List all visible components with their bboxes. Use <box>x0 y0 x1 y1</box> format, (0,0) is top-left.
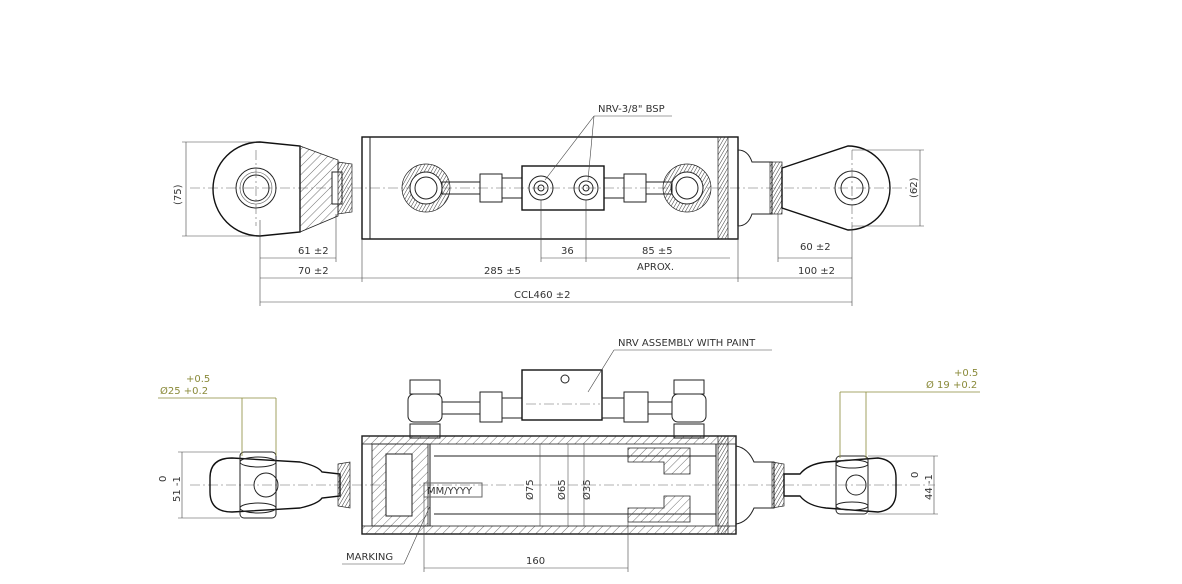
right-diameter: Ø 19 +0.2 <box>926 379 977 391</box>
left-diameter: Ø25 +0.2 <box>160 385 208 397</box>
dim-285: 285 ±5 <box>484 266 521 277</box>
dim-36: 36 <box>561 246 574 257</box>
dim-100: 100 ±2 <box>798 266 835 277</box>
right-eye <box>781 145 891 231</box>
valve-label: NRV-3/8" BSP <box>598 104 665 115</box>
dim-70: 70 ±2 <box>298 266 329 277</box>
dim-61: 61 ±2 <box>298 246 329 257</box>
height-right: (62) <box>909 177 920 198</box>
right-width: 44 -1 <box>924 474 935 500</box>
bore-75: Ø75 <box>524 479 536 500</box>
right-port <box>662 163 712 213</box>
left-width: 51 -1 <box>172 476 183 502</box>
dim-160: 160 <box>526 556 545 567</box>
right-ball-joint <box>783 455 897 515</box>
right-tol-upper: +0.5 <box>954 368 978 379</box>
height-left: (75) <box>173 184 184 205</box>
marking-box-text: MM/YYYY <box>427 486 473 497</box>
marking-label: MARKING <box>346 552 393 563</box>
bore-65: Ø65 <box>556 479 568 500</box>
dim-ccl: CCL460 ±2 <box>514 290 571 301</box>
section-view: NRV ASSEMBLY WITH PAINT +0.5 Ø25 +0.2 +0… <box>158 338 980 572</box>
right-width-zero: 0 <box>910 472 921 478</box>
left-ball-joint <box>209 451 351 519</box>
left-port <box>401 163 451 213</box>
bore-35: Ø35 <box>581 479 593 500</box>
left-eye <box>212 141 353 237</box>
left-tol-upper: +0.5 <box>186 374 210 385</box>
barrel-section <box>361 435 785 535</box>
valve-piping <box>441 165 673 211</box>
aprox-note: APROX. <box>637 262 674 273</box>
dim-60: 60 ±2 <box>800 242 831 253</box>
dim-85: 85 ±5 <box>642 246 673 257</box>
nrv-assembly <box>407 369 707 439</box>
top-view: NRV-3/8" BSP (75) (62) 61 ±2 36 85 ±5 AP… <box>173 104 924 306</box>
nrv-label: NRV ASSEMBLY WITH PAINT <box>618 338 756 349</box>
left-width-zero: 0 <box>158 476 169 482</box>
